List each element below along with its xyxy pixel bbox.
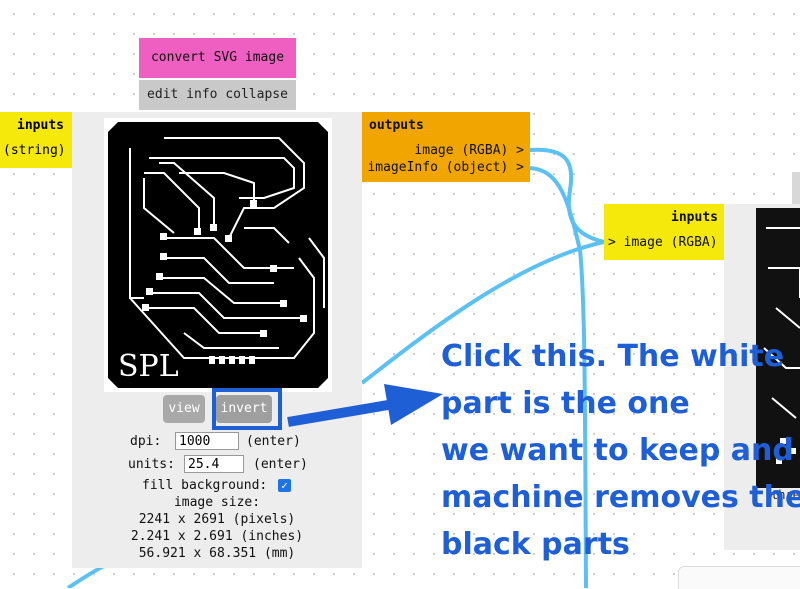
output-port-image[interactable]: image (RGBA) >: [414, 143, 524, 158]
image-preview: SPL: [104, 118, 332, 392]
checkbox-checked-icon[interactable]: ✓: [278, 479, 291, 492]
image-size-label: image size:: [173, 495, 261, 510]
annotation-line-4: machine removes the: [441, 480, 800, 515]
inputs-panel-left: inputs (string): [0, 112, 72, 168]
dpi-input[interactable]: [175, 432, 239, 450]
right-partial-label: thre: [771, 488, 800, 502]
view-button[interactable]: view: [163, 395, 205, 423]
svg-convert-panel: SPL view invert dpi: (enter) units: (ent…: [72, 112, 362, 568]
inputs-header-right: inputs: [671, 210, 718, 225]
annotation-line-3: we want to keep and: [441, 433, 794, 468]
size-inches: 2.241 x 2.691 (inches): [130, 529, 304, 544]
outputs-panel: outputs image (RGBA) > imageInfo (object…: [362, 112, 530, 182]
pcb-label-text: SPL: [118, 349, 179, 384]
annotation-line-1: Click this. The white: [441, 339, 785, 374]
wire-image: [529, 147, 605, 244]
inputs-header: inputs: [17, 118, 64, 133]
module-title-bar[interactable]: convert SVG image: [139, 38, 296, 78]
input-port-image-rgba[interactable]: > image (RGBA): [608, 235, 718, 250]
dpi-enter-label: (enter): [246, 434, 301, 449]
instruction-annotation: Click this. The white part is the one we…: [441, 333, 800, 568]
outputs-header: outputs: [369, 118, 424, 133]
invert-button[interactable]: invert: [216, 395, 272, 423]
annotation-line-2: part is the one: [441, 386, 690, 421]
units-input[interactable]: [184, 455, 244, 473]
size-mm: 56.921 x 68.351 (mm): [138, 546, 296, 561]
input-port-string[interactable]: (string): [3, 143, 66, 158]
units-enter-label: (enter): [253, 457, 308, 472]
right-image-preview: [756, 208, 800, 488]
bottom-right-card: [678, 566, 800, 589]
right-module-title-bar: [792, 172, 800, 204]
pcb-preview-image: SPL: [108, 122, 328, 388]
fill-background-label: fill background:: [142, 478, 268, 493]
wire-bottom-left: [66, 564, 105, 588]
right-module-panel: thre: [724, 204, 800, 550]
annotation-line-5: black parts: [441, 527, 630, 562]
dpi-label: dpi:: [130, 434, 162, 449]
inputs-panel-right: inputs > image (RGBA): [604, 204, 724, 260]
output-port-imageinfo[interactable]: imageInfo (object) >: [367, 160, 524, 175]
size-pixels: 2241 x 2691 (pixels): [138, 512, 296, 527]
units-label: units:: [128, 457, 175, 472]
invert-highlight-box: [212, 388, 282, 430]
edit-info-collapse-bar[interactable]: edit info collapse: [139, 80, 296, 110]
